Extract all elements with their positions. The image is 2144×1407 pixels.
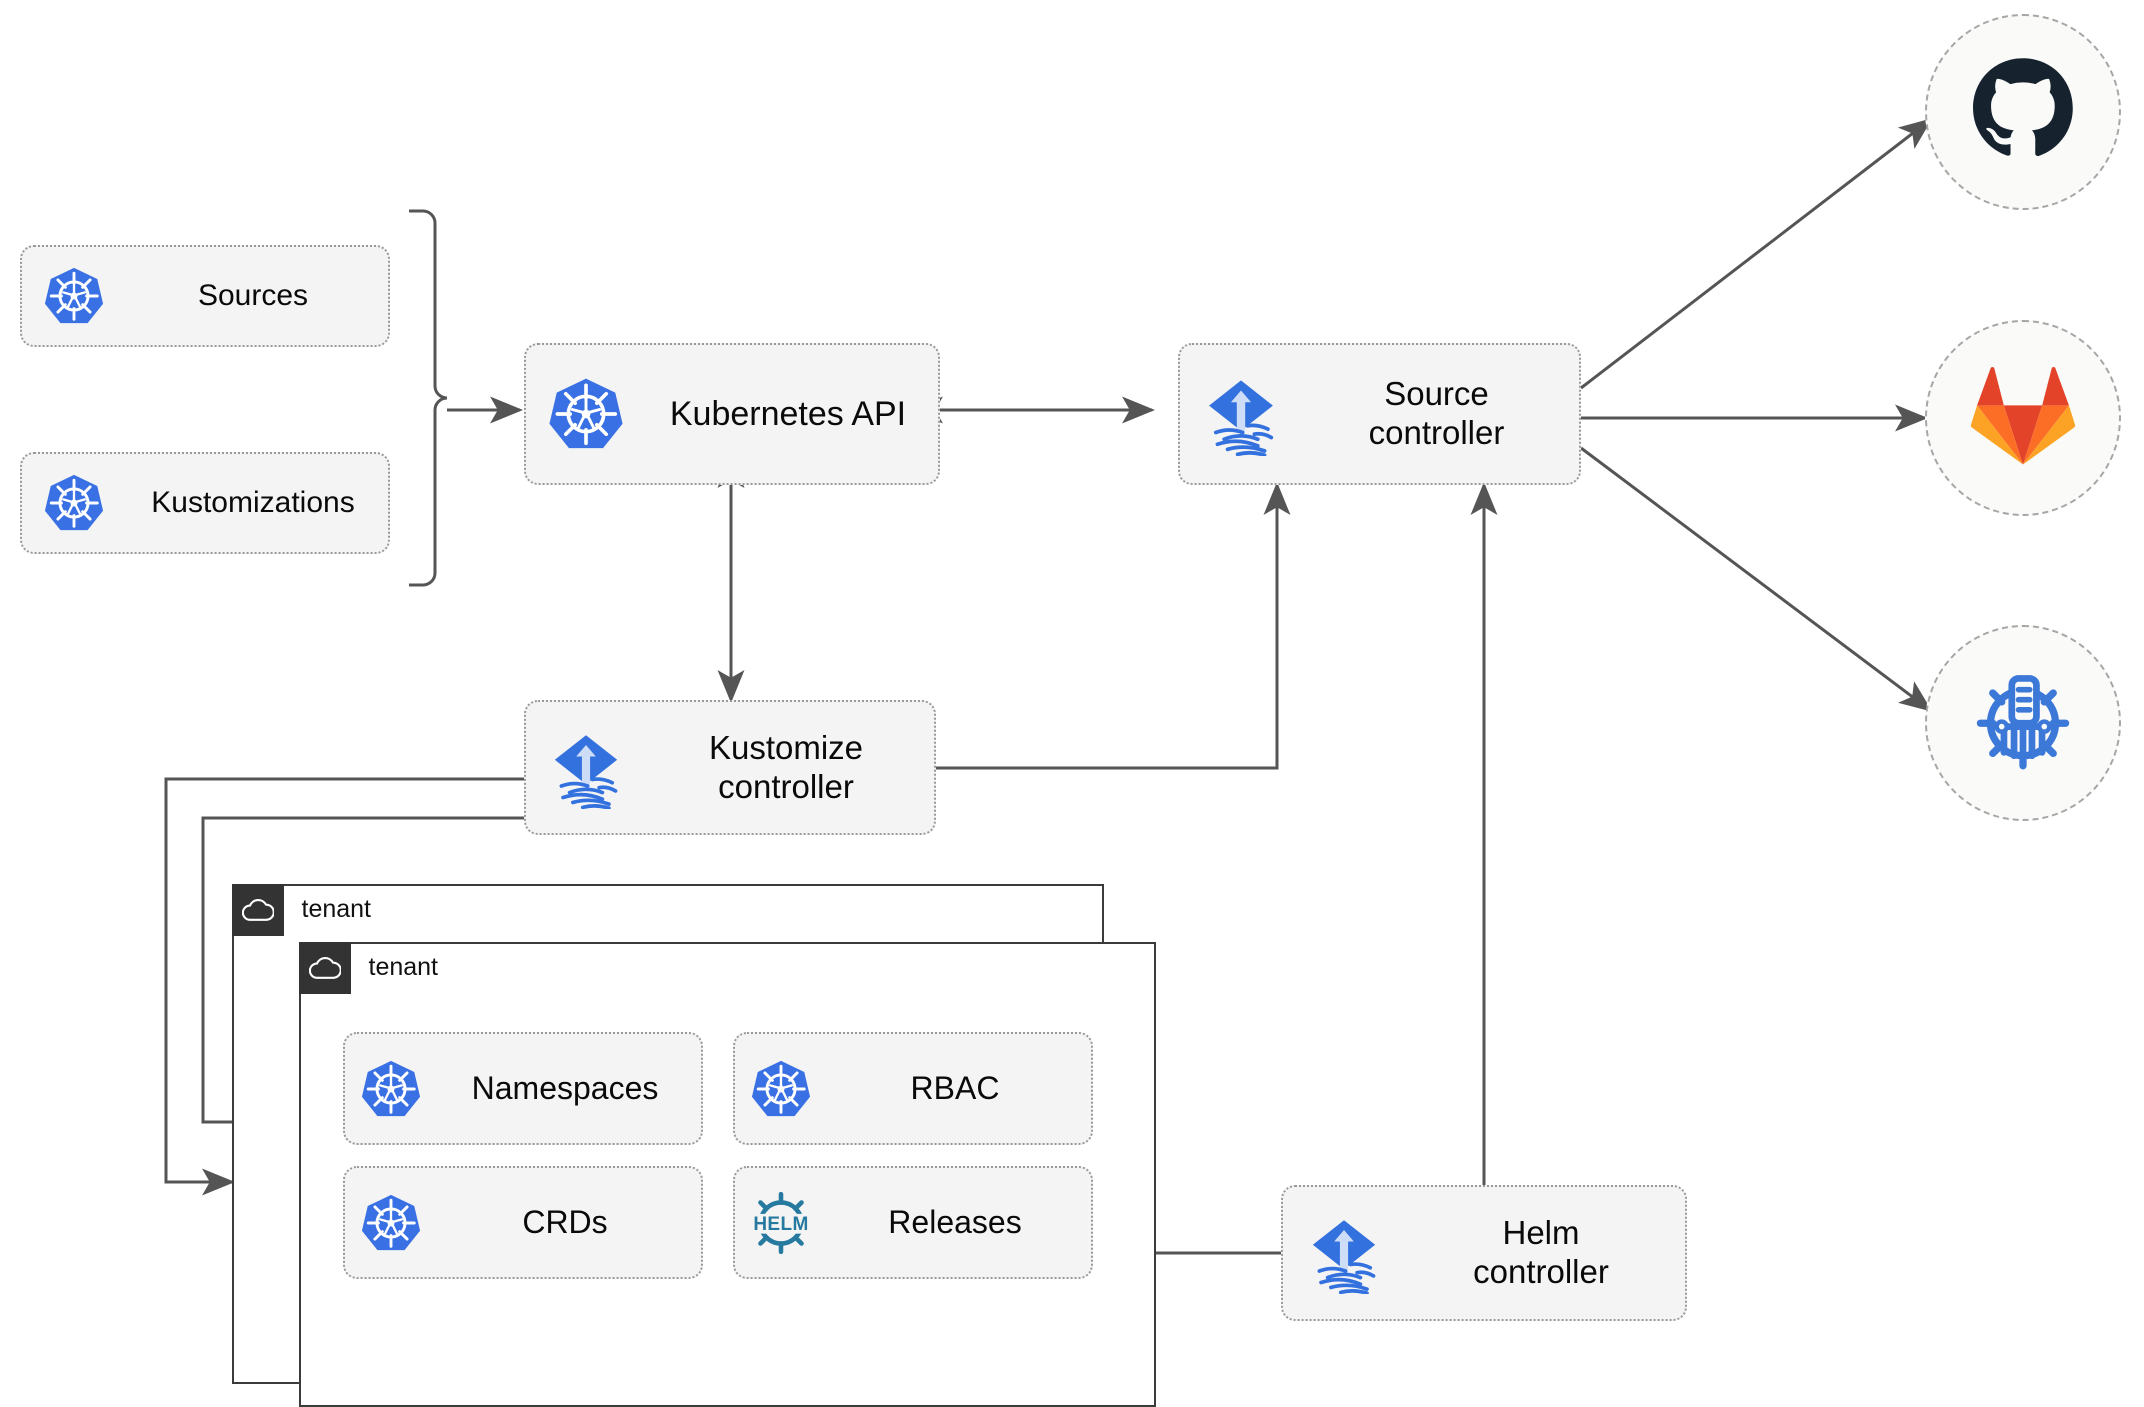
node-label: CRDs	[522, 1203, 608, 1240]
node-crds[interactable]: CRDs	[343, 1166, 703, 1279]
provider-github[interactable]	[1925, 14, 2121, 210]
node-helm-controller[interactable]: Helm controller	[1281, 1185, 1687, 1321]
provider-gitlab[interactable]	[1925, 320, 2121, 516]
node-source-controller[interactable]: Source controller	[1178, 343, 1581, 485]
node-kustomize-controller[interactable]: Kustomize controller	[524, 700, 936, 835]
node-sources[interactable]: Sources	[20, 245, 390, 347]
tenant-label: tenant	[368, 953, 439, 981]
github-icon	[1969, 56, 2077, 169]
tenant-container-inner[interactable]: tenant	[298, 941, 1156, 1407]
cloud-icon	[231, 883, 284, 936]
helm-repository-icon	[1967, 665, 2079, 782]
flux-icon	[1180, 372, 1302, 456]
tenant-header: tenant	[298, 941, 439, 994]
kubernetes-icon	[22, 265, 126, 327]
node-label: Namespaces	[471, 1069, 659, 1106]
kubernetes-icon	[22, 472, 126, 534]
node-label: Kustomizations	[151, 486, 355, 520]
node-namespaces[interactable]: Namespaces	[343, 1032, 703, 1145]
node-label: Kubernetes API	[669, 394, 907, 433]
node-kubernetes-api[interactable]: Kubernetes API	[524, 343, 940, 485]
flux-icon	[1283, 1212, 1405, 1294]
tenant-label: tenant	[301, 895, 372, 923]
node-releases[interactable]: HELM Releases	[733, 1166, 1093, 1279]
tenant-header: tenant	[231, 883, 372, 936]
provider-helm-repository[interactable]	[1925, 625, 2121, 821]
kubernetes-icon	[735, 1058, 827, 1120]
kubernetes-icon	[345, 1058, 437, 1120]
node-kustomizations[interactable]: Kustomizations	[20, 452, 390, 554]
kubernetes-icon	[345, 1192, 437, 1254]
node-label: Sources	[197, 279, 309, 313]
node-label: Source controller	[1368, 375, 1505, 451]
cloud-icon	[298, 941, 351, 994]
node-label: RBAC	[910, 1069, 1000, 1106]
node-label: Helm controller	[1473, 1214, 1609, 1290]
gitlab-icon	[1970, 366, 2076, 470]
svg-text:HELM: HELM	[753, 1213, 808, 1234]
flux-icon	[526, 727, 646, 809]
helm-icon: HELM	[735, 1185, 827, 1261]
kubernetes-icon	[526, 375, 646, 453]
node-label: Kustomize controller	[708, 728, 864, 805]
node-label: Releases	[888, 1203, 1022, 1240]
node-rbac[interactable]: RBAC	[733, 1032, 1093, 1145]
